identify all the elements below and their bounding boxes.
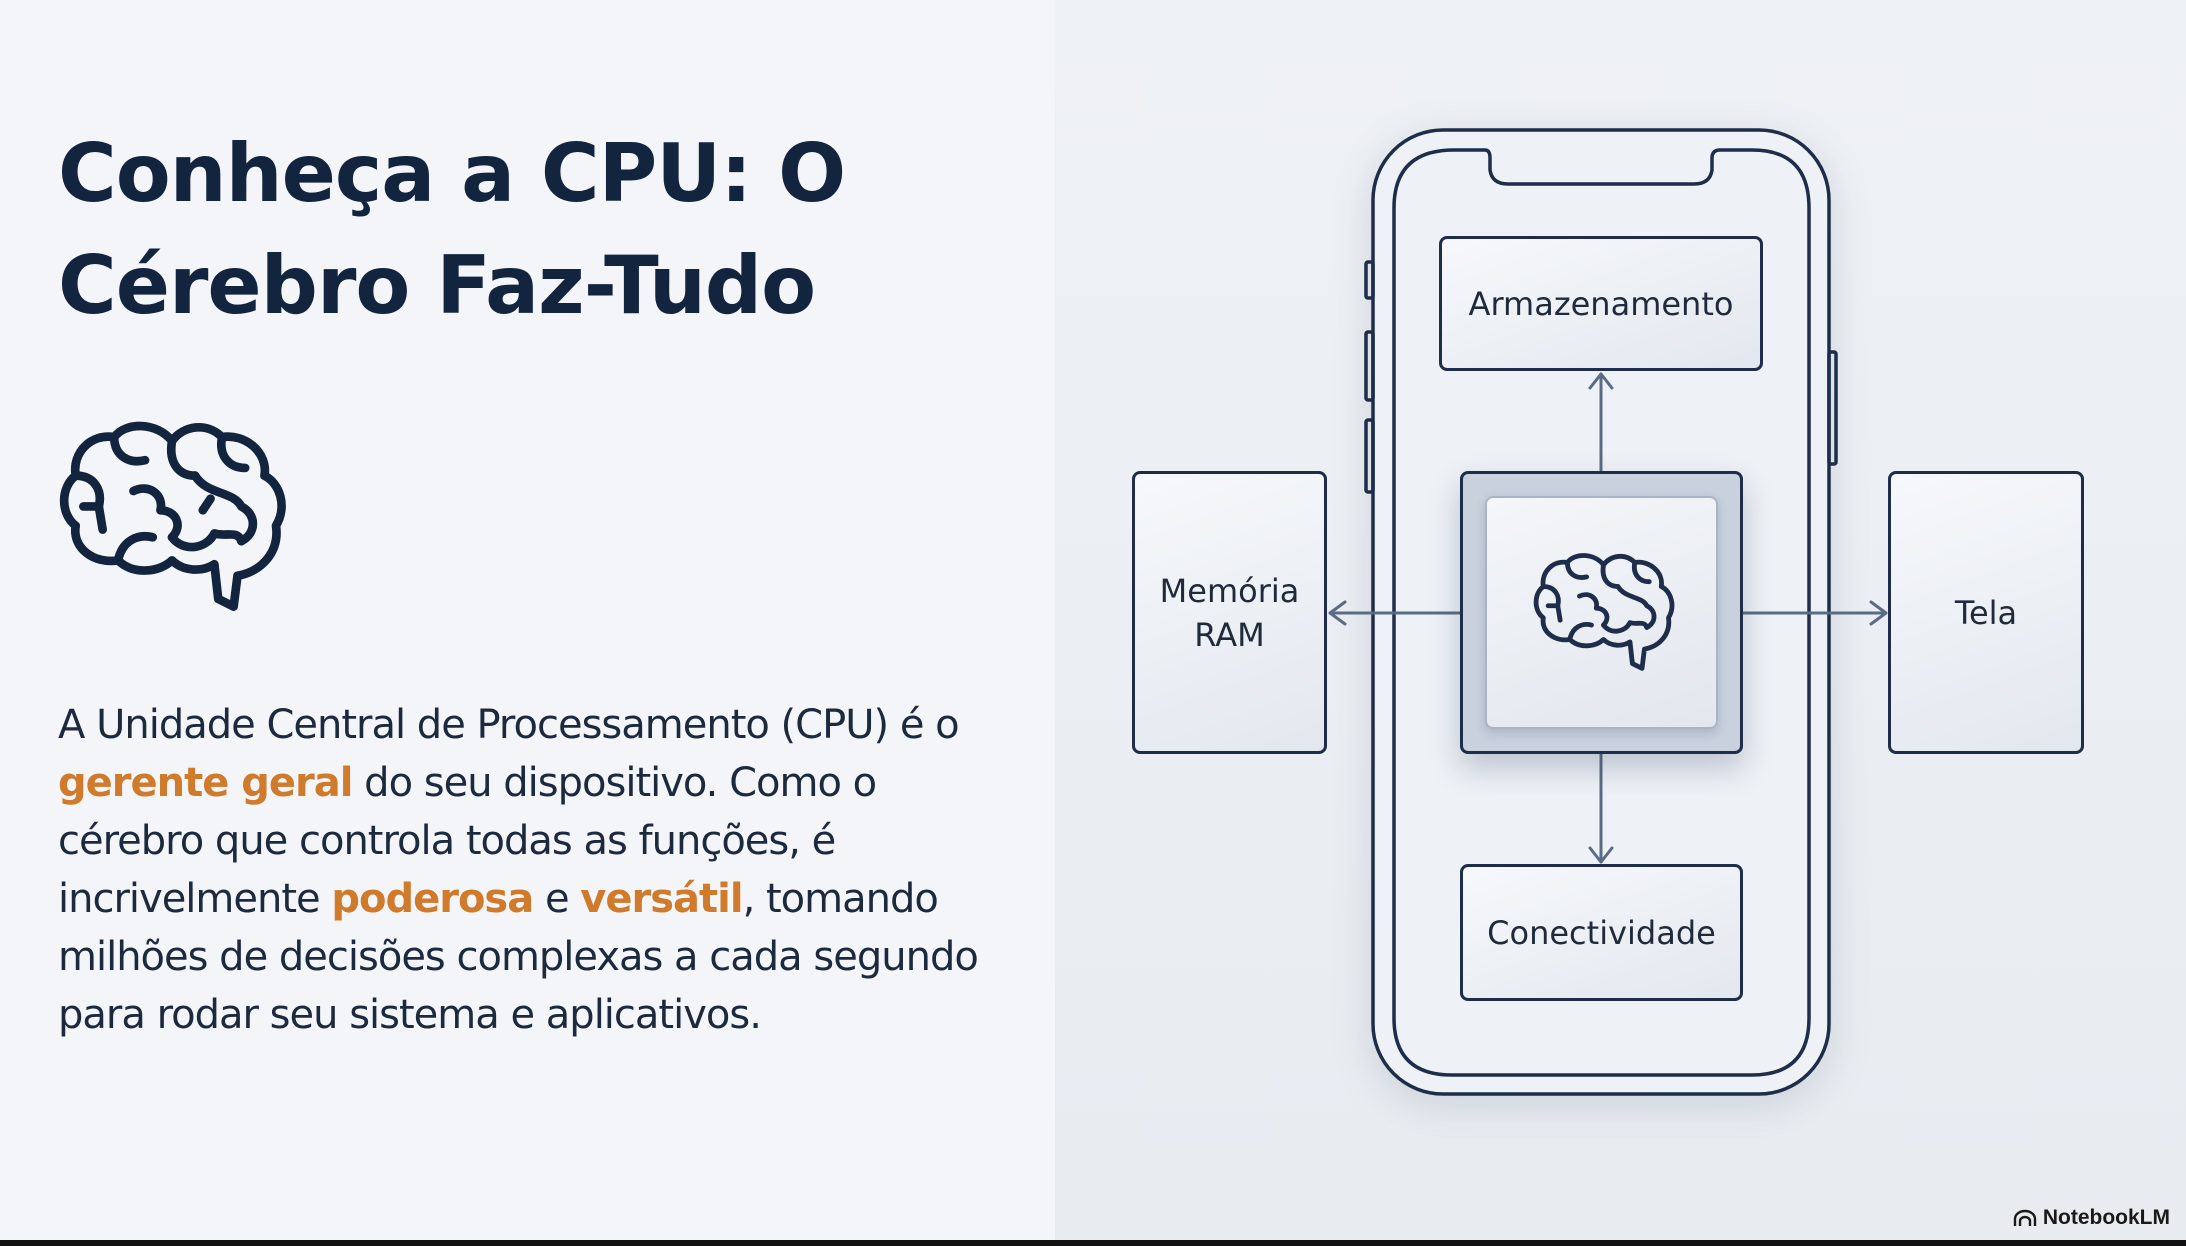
connectivity-box: Conectividade — [1460, 864, 1743, 1001]
screen-box: Tela — [1888, 471, 2084, 754]
highlight-text: gerente geral — [58, 760, 353, 806]
paragraph-text: A Unidade Central de Processamento (CPU)… — [58, 702, 960, 748]
highlight-text: poderosa — [331, 876, 534, 922]
cpu-chip-core — [1485, 496, 1718, 729]
storage-box: Armazenamento — [1439, 236, 1763, 371]
paragraph-text: e — [533, 876, 581, 922]
brain-icon — [59, 421, 286, 611]
notebooklm-logo-icon — [2013, 1209, 2037, 1226]
screen-label: Tela — [1954, 593, 2018, 632]
text-panel — [0, 0, 1055, 1246]
storage-label: Armazenamento — [1468, 284, 1734, 323]
paragraph-text: do seu dispositivo. Como o cérebro que c… — [58, 760, 877, 922]
notebooklm-brand: NotebookLM — [2013, 1206, 2170, 1230]
paragraph-text: , tomando milhões de decisões complexas … — [58, 876, 979, 1038]
bottom-edge — [0, 1240, 2186, 1246]
ram-label-line2: RAM — [1194, 615, 1265, 654]
slide-title: Conheça a CPU: O Cérebro Faz-Tudo — [58, 127, 846, 332]
cpu-chip — [1460, 471, 1743, 754]
slide-paragraph: A Unidade Central de Processamento (CPU)… — [58, 696, 988, 1044]
connectivity-label: Conectividade — [1487, 913, 1716, 952]
arrows — [1328, 372, 1888, 864]
ram-label-line1: Memória — [1159, 571, 1300, 610]
brain-icon — [1533, 553, 1675, 671]
brand-label: NotebookLM — [2042, 1206, 2170, 1229]
highlight-text: versátil — [580, 876, 743, 922]
